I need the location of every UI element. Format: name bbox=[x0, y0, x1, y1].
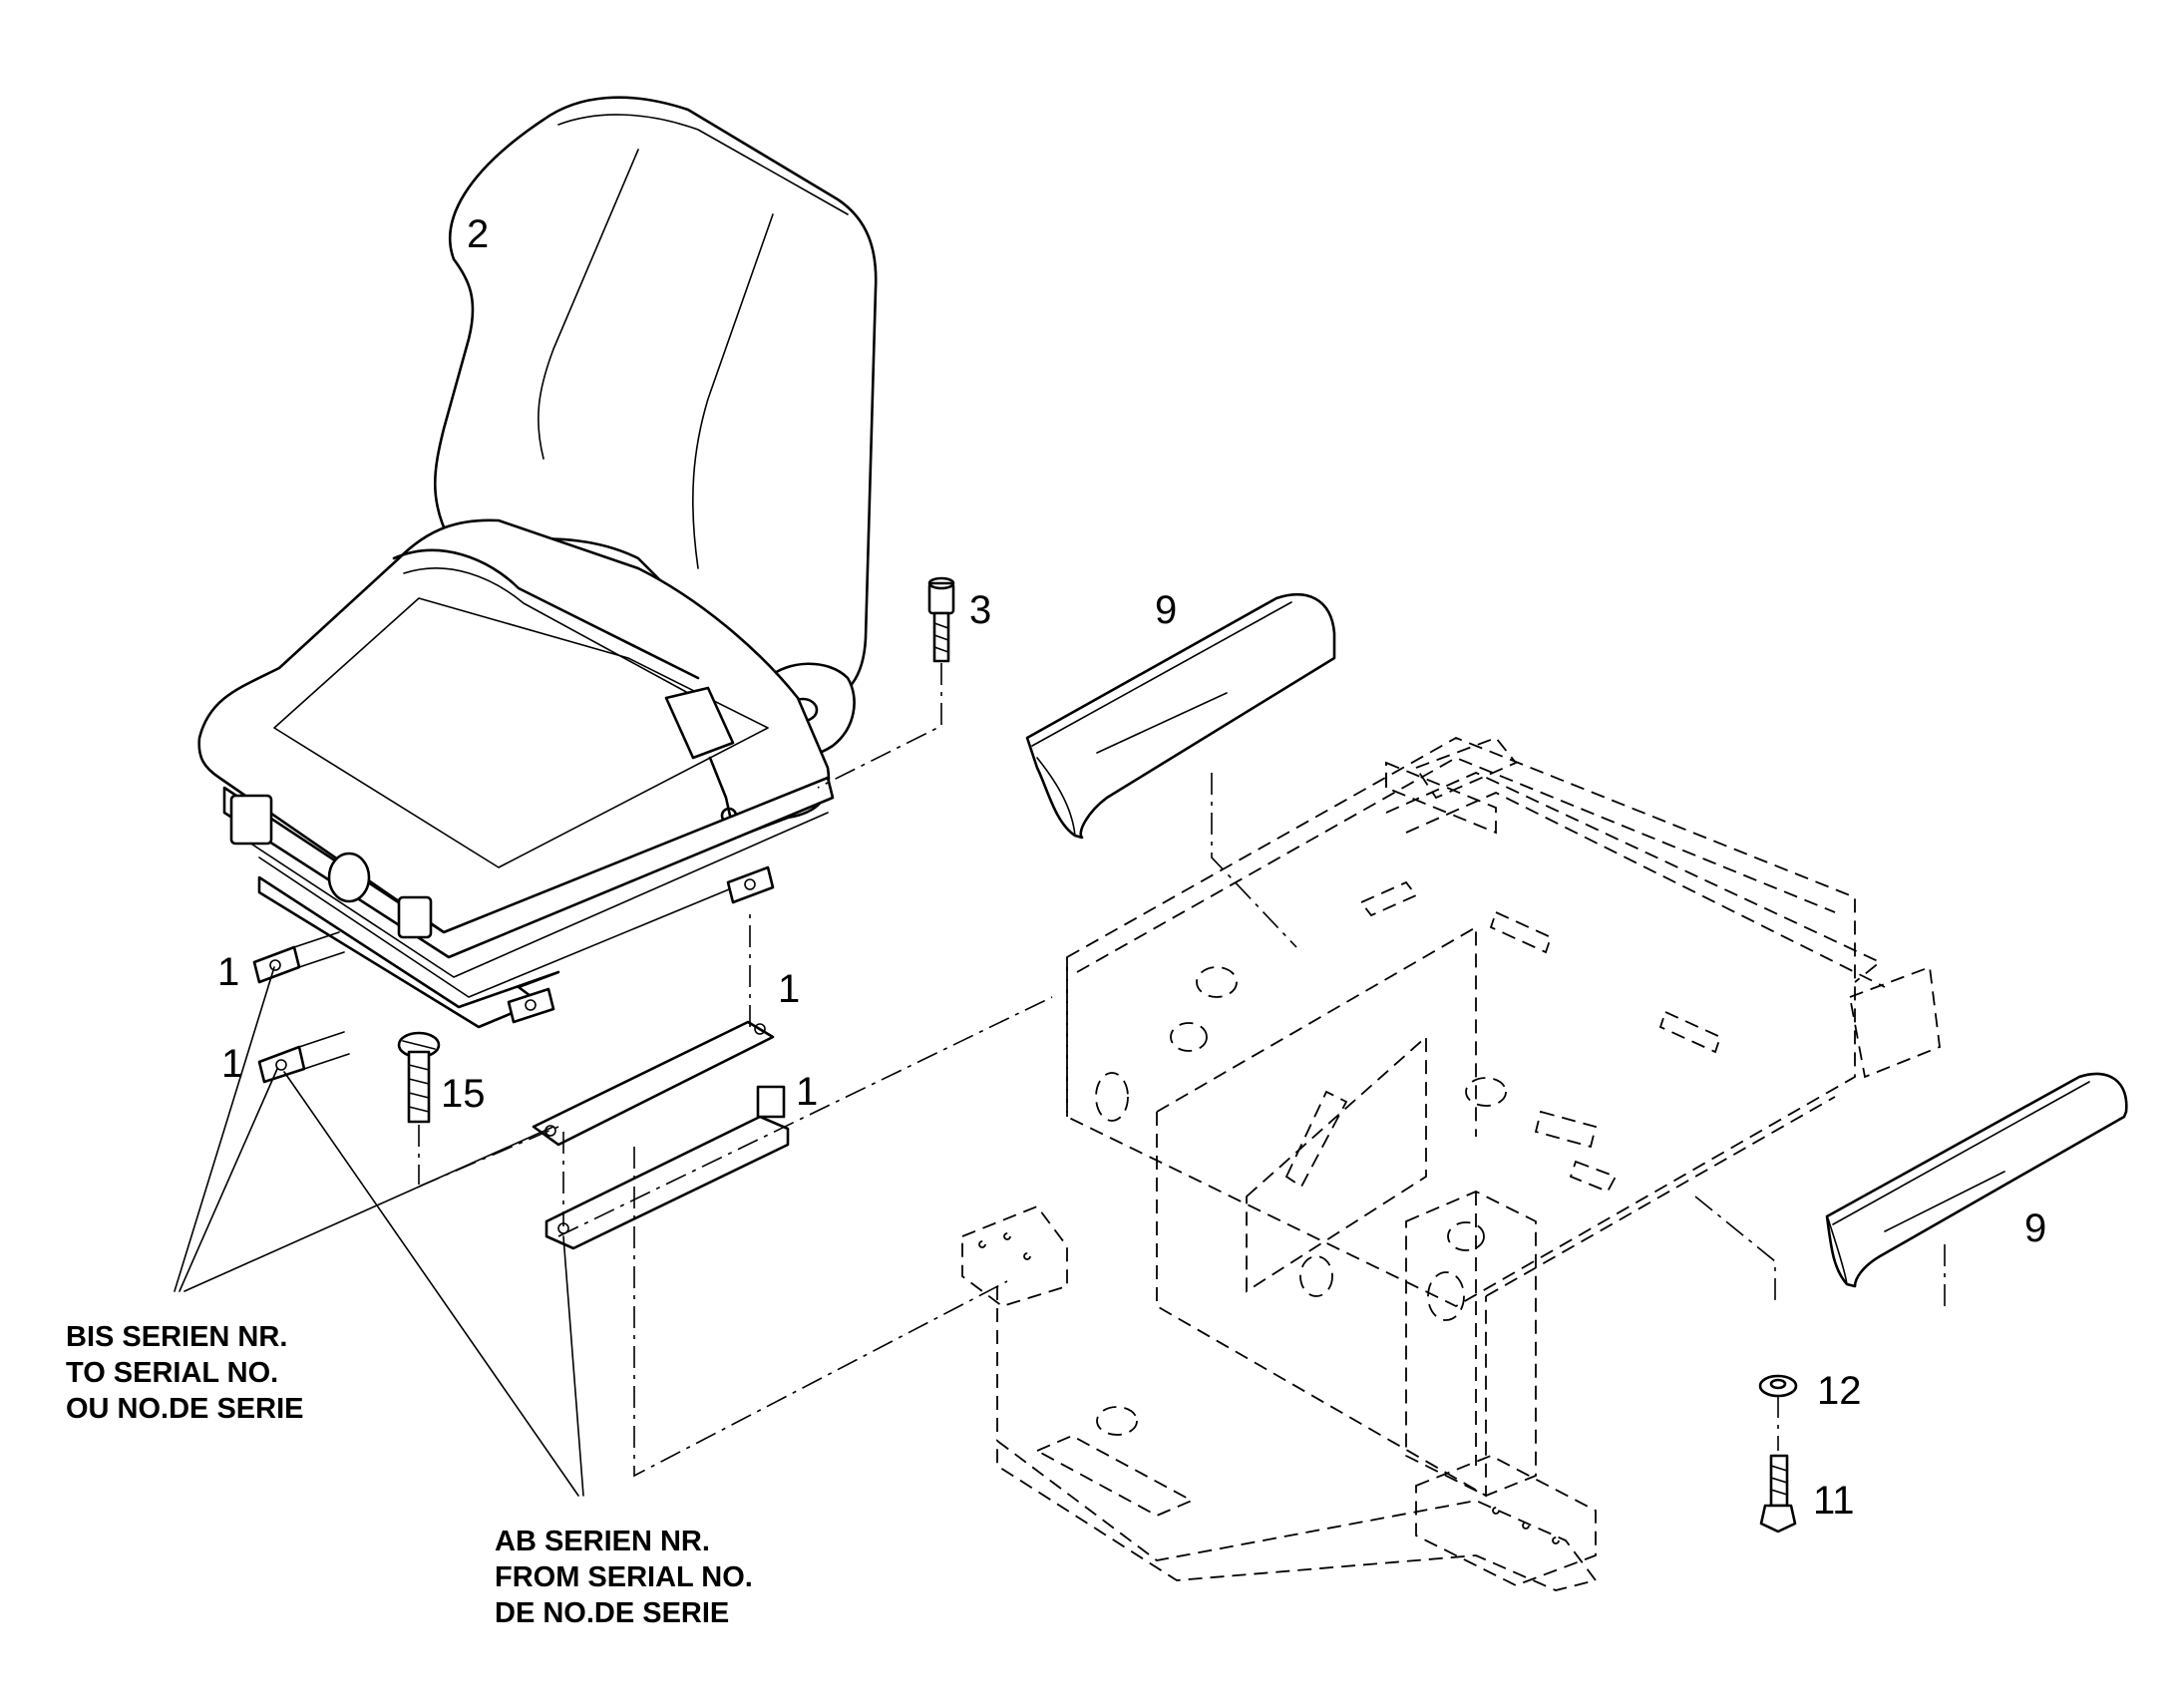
callout-1b: 1 bbox=[221, 1042, 243, 1086]
note-to-serial-line-1: BIS SERIEN NR. bbox=[66, 1321, 287, 1353]
callout-3: 3 bbox=[969, 588, 991, 632]
armrest-right-part-9 bbox=[1825, 1072, 2128, 1306]
flat-head-screw-part-15 bbox=[397, 1031, 441, 1185]
frame-console bbox=[961, 736, 1941, 1591]
plate-1a bbox=[252, 945, 301, 984]
callout-15: 15 bbox=[441, 1072, 486, 1116]
callout-1d: 1 bbox=[796, 1070, 818, 1114]
plate-1b bbox=[257, 1045, 306, 1084]
washer-part-12 bbox=[1758, 1374, 1798, 1451]
note-to-serial: BIS SERIEN NR. TO SERIAL NO. OU NO.DE SE… bbox=[66, 1321, 304, 1425]
hex-bolt-part-11 bbox=[1759, 1454, 1797, 1534]
callout-9-right: 9 bbox=[2024, 1206, 2046, 1250]
cap-screw-part-3 bbox=[817, 576, 955, 789]
armrest-left-part-9 bbox=[1025, 593, 1336, 948]
note-to-serial-line-2: TO SERIAL NO. bbox=[66, 1357, 278, 1389]
callout-2: 2 bbox=[467, 212, 489, 256]
note-leaders bbox=[174, 966, 584, 1497]
seat-base bbox=[222, 776, 835, 959]
rail-1d bbox=[545, 1115, 790, 1250]
note-from-serial-line-2: FROM SERIAL NO. bbox=[495, 1561, 753, 1593]
mounting-rails bbox=[252, 907, 1053, 1478]
belt-latch bbox=[664, 686, 735, 760]
callout-9-left: 9 bbox=[1155, 588, 1177, 632]
note-from-serial-line-1: AB SERIEN NR. bbox=[495, 1526, 710, 1557]
callout-1a: 1 bbox=[217, 950, 239, 994]
callout-11: 11 bbox=[1813, 1479, 1855, 1523]
callout-labels: 2 3 9 1 1 1 1 15 9 12 11 bbox=[217, 212, 2046, 1523]
callout-12: 12 bbox=[1817, 1369, 1862, 1413]
seat-assembly bbox=[197, 96, 878, 1029]
note-from-serial-line-3: DE NO.DE SERIE bbox=[495, 1597, 729, 1629]
note-from-serial: AB SERIEN NR. FROM SERIAL NO. DE NO.DE S… bbox=[495, 1526, 753, 1629]
rail-1c bbox=[532, 1020, 775, 1147]
callout-1c: 1 bbox=[778, 967, 800, 1011]
note-to-serial-line-3: OU NO.DE SERIE bbox=[66, 1393, 304, 1425]
